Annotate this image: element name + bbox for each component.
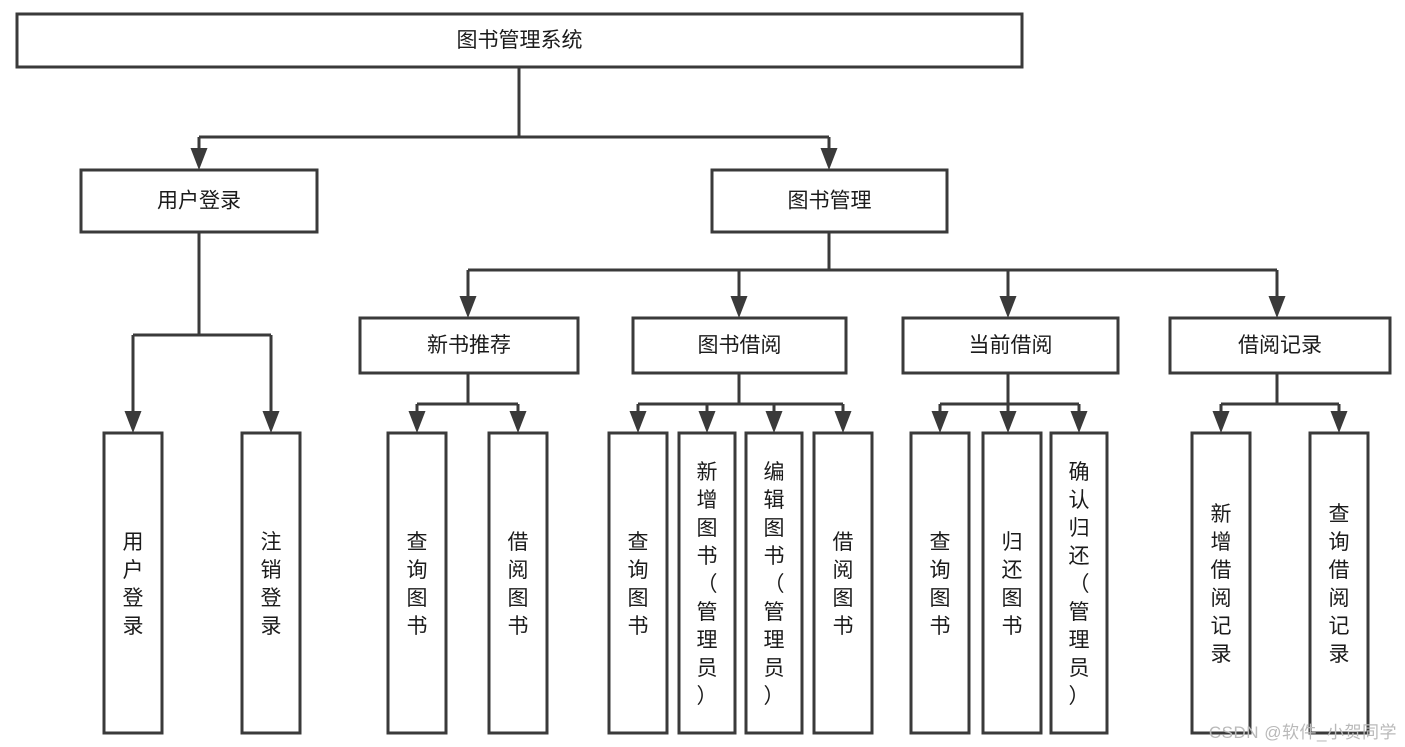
books-drop-0-arrowhead-icon (459, 296, 477, 318)
level1-node-0[interactable]: 用户登录 (79, 168, 319, 234)
books-drop-3-arrowhead-icon (1268, 296, 1286, 318)
leaf-node-1-box[interactable] (240, 431, 302, 735)
root-drop-0-arrowhead-icon (190, 148, 208, 170)
leaf-node-1-label: 注销登录 (261, 531, 282, 638)
leaf-node-3[interactable]: 借阅图书 (487, 431, 549, 735)
level2-node-0[interactable]: 新书推荐 (358, 316, 580, 375)
leaf-node-5[interactable]: 新增图书（管理员） (677, 431, 737, 735)
leaf-node-0[interactable]: 用户登录 (102, 431, 164, 735)
node-layer: 图书管理系统用户登录图书管理新书推荐图书借阅当前借阅借阅记录用户登录注销登录查询… (15, 12, 1392, 735)
leaf-node-2-label: 查询图书 (407, 531, 428, 638)
leaf-node-10-box[interactable] (1049, 431, 1109, 735)
login-drop-1-arrowhead-icon (262, 411, 280, 433)
level1-node-1-box[interactable] (710, 168, 949, 234)
leaf-node-8[interactable]: 查询图书 (909, 431, 971, 735)
leaf-node-4[interactable]: 查询图书 (607, 431, 669, 735)
leaf-node-0-box[interactable] (102, 431, 164, 735)
group-0-drop-1-arrowhead-icon (509, 411, 527, 433)
level2-node-0-box[interactable] (358, 316, 580, 375)
leaf-node-11[interactable]: 新增借阅记录 (1190, 431, 1252, 735)
leaf-node-10-label: 确认归还（管理员） (1069, 461, 1090, 708)
login-drop-0-arrowhead-icon (124, 411, 142, 433)
level1-node-0-label: 用户登录 (157, 190, 241, 213)
leaf-node-9-box[interactable] (981, 431, 1043, 735)
leaf-node-7-label: 借阅图书 (833, 531, 854, 638)
leaf-node-7[interactable]: 借阅图书 (812, 431, 874, 735)
leaf-node-9[interactable]: 归还图书 (981, 431, 1043, 735)
leaf-node-11-box[interactable] (1190, 431, 1252, 735)
level2-node-2-label: 当前借阅 (969, 334, 1053, 357)
leaf-node-2-box[interactable] (386, 431, 448, 735)
leaf-node-7-box[interactable] (812, 431, 874, 735)
leaf-node-12-label: 查询借阅记录 (1329, 503, 1350, 666)
root-node-0-label: 图书管理系统 (457, 29, 583, 52)
group-3-drop-1-arrowhead-icon (1330, 411, 1348, 433)
leaf-node-11-label: 新增借阅记录 (1211, 503, 1232, 666)
root-drop-1-arrowhead-icon (820, 148, 838, 170)
group-1-drop-2-arrowhead-icon (765, 411, 783, 433)
level2-node-2-box[interactable] (901, 316, 1120, 375)
leaf-node-3-box[interactable] (487, 431, 549, 735)
leaf-node-10[interactable]: 确认归还（管理员） (1049, 431, 1109, 735)
leaf-node-2[interactable]: 查询图书 (386, 431, 448, 735)
books-drop-1-arrowhead-icon (730, 296, 748, 318)
level2-node-0-label: 新书推荐 (427, 334, 511, 357)
connector-layer (124, 67, 1348, 433)
leaf-node-8-label: 查询图书 (930, 531, 951, 638)
csdn-watermark: CSDN @软件_小贺同学 (1208, 723, 1397, 742)
level1-node-0-box[interactable] (79, 168, 319, 234)
group-1-drop-0-arrowhead-icon (629, 411, 647, 433)
leaf-node-3-label: 借阅图书 (508, 531, 529, 638)
group-1-drop-1-arrowhead-icon (698, 411, 716, 433)
root-node-0[interactable]: 图书管理系统 (15, 12, 1024, 69)
level2-node-3-box[interactable] (1168, 316, 1392, 375)
leaf-node-1[interactable]: 注销登录 (240, 431, 302, 735)
level2-node-1-box[interactable] (631, 316, 848, 375)
level1-node-1-label: 图书管理 (788, 190, 872, 213)
level2-node-1-label: 图书借阅 (698, 334, 782, 357)
group-1-drop-3-arrowhead-icon (834, 411, 852, 433)
level2-node-1[interactable]: 图书借阅 (631, 316, 848, 375)
group-2-drop-2-arrowhead-icon (1070, 411, 1088, 433)
leaf-node-8-box[interactable] (909, 431, 971, 735)
group-2-drop-0-arrowhead-icon (931, 411, 949, 433)
root-node-0-box[interactable] (15, 12, 1024, 69)
level1-node-1[interactable]: 图书管理 (710, 168, 949, 234)
leaf-node-0-label: 用户登录 (123, 531, 144, 638)
leaf-node-12[interactable]: 查询借阅记录 (1308, 431, 1370, 735)
level2-node-3[interactable]: 借阅记录 (1168, 316, 1392, 375)
leaf-node-4-label: 查询图书 (628, 531, 649, 638)
leaf-node-5-label: 新增图书（管理员） (697, 461, 718, 708)
books-drop-2-arrowhead-icon (999, 296, 1017, 318)
leaf-node-6[interactable]: 编辑图书（管理员） (744, 431, 804, 735)
group-2-drop-1-arrowhead-icon (999, 411, 1017, 433)
leaf-node-12-box[interactable] (1308, 431, 1370, 735)
leaf-node-9-label: 归还图书 (1002, 531, 1023, 638)
leaf-node-6-box[interactable] (744, 431, 804, 735)
leaf-node-5-box[interactable] (677, 431, 737, 735)
group-0-drop-0-arrowhead-icon (408, 411, 426, 433)
leaf-node-6-label: 编辑图书（管理员） (764, 461, 785, 708)
level2-node-2[interactable]: 当前借阅 (901, 316, 1120, 375)
group-3-drop-0-arrowhead-icon (1212, 411, 1230, 433)
leaf-node-4-box[interactable] (607, 431, 669, 735)
level2-node-3-label: 借阅记录 (1238, 334, 1322, 357)
